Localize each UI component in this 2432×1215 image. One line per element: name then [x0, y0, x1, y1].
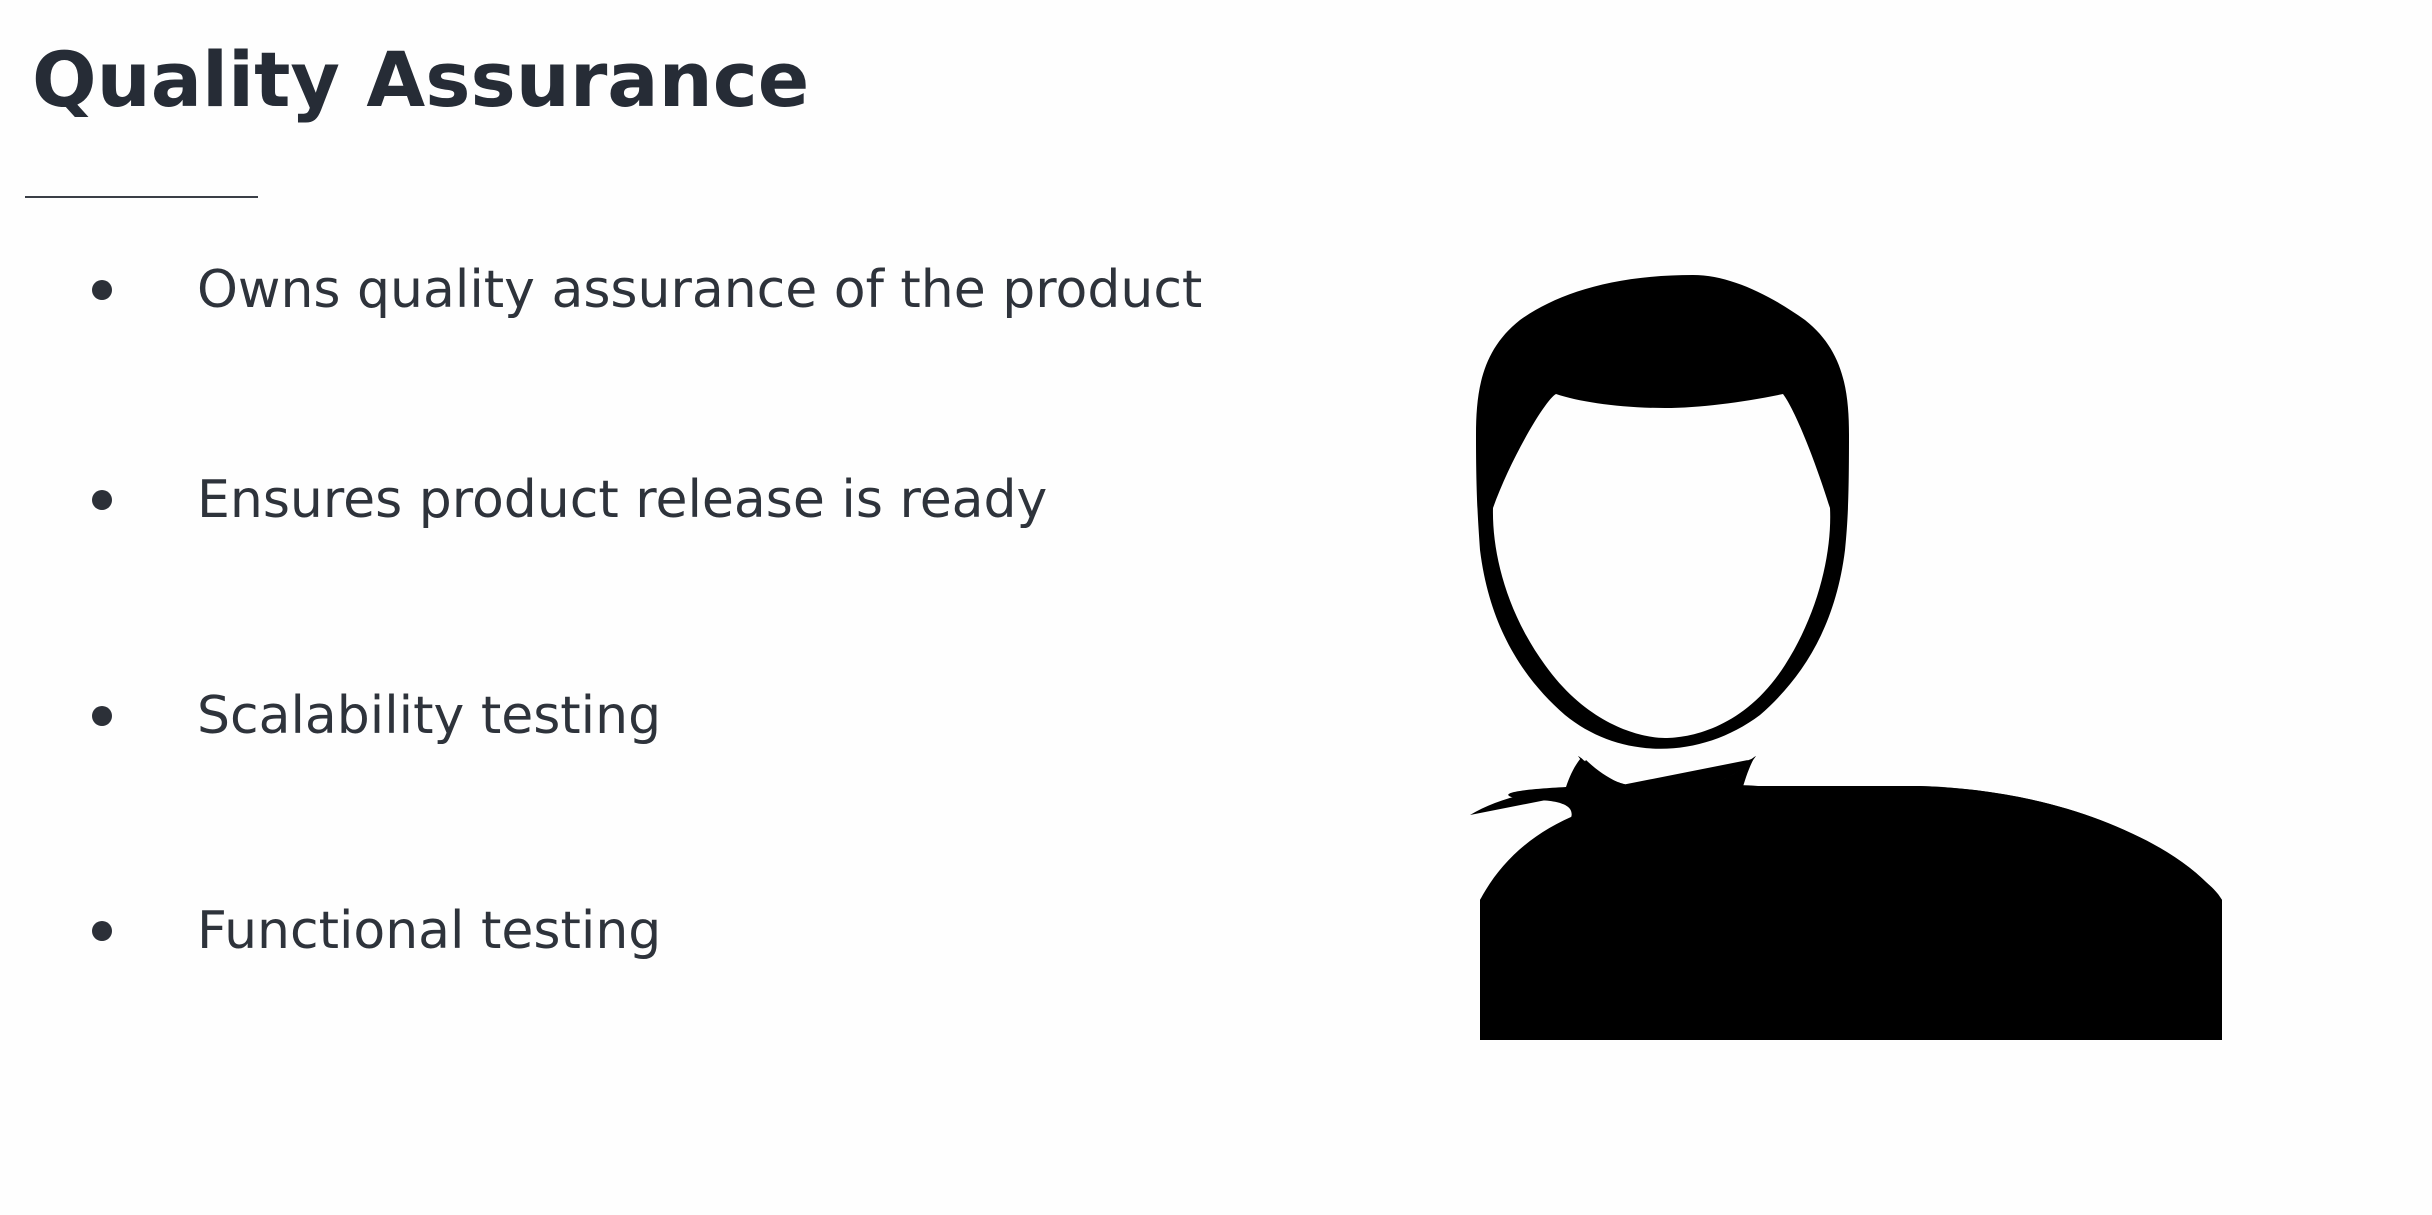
- title-underline: [25, 196, 258, 198]
- bullet-dot-icon: [92, 706, 112, 726]
- bullet-text: Owns quality assurance of the product: [197, 260, 1203, 320]
- bullet-text: Scalability testing: [197, 686, 662, 746]
- torso-shape: [1508, 758, 1754, 832]
- person-silhouette-icon: [1470, 275, 2222, 1040]
- neck-collar: [1578, 756, 1756, 790]
- bullet-item: Functional testing: [92, 891, 661, 971]
- bullet-item: Ensures product release is ready: [92, 460, 1047, 540]
- bullet-text: Functional testing: [197, 901, 662, 961]
- bullet-dot-icon: [92, 280, 112, 300]
- bullet-dot-icon: [92, 490, 112, 510]
- slide-title: Quality Assurance: [32, 35, 810, 124]
- bullet-item: Owns quality assurance of the product: [92, 250, 1202, 330]
- shoulders-wide: [1480, 786, 2222, 1040]
- bullet-dot-icon: [92, 921, 112, 941]
- bullet-text: Ensures product release is ready: [197, 470, 1048, 530]
- head-outline: [1476, 275, 1849, 749]
- bullet-item: Scalability testing: [92, 676, 661, 756]
